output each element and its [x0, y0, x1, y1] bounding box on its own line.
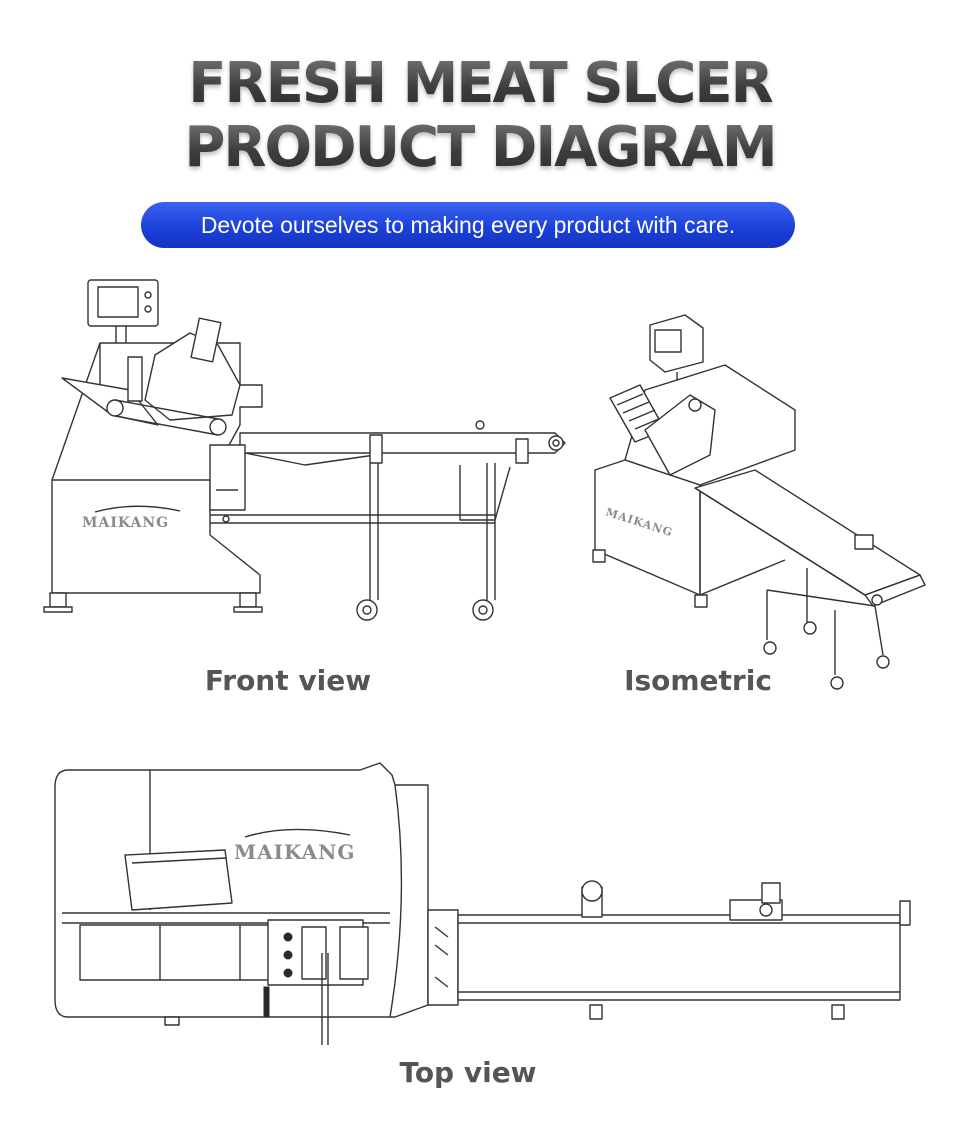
front-view-label: Front view	[204, 664, 372, 697]
tagline-banner: Devote ourselves to making every product…	[141, 202, 795, 248]
top-view-label: Top view	[399, 1056, 537, 1089]
isometric-view-label: Isometric	[624, 664, 772, 697]
front-view-drawing: MAIKANG	[43, 279, 566, 621]
title-line-1: FRESH MEAT SLCER	[0, 52, 960, 116]
top-view-brand-logo: MAIKANG	[234, 840, 355, 864]
title-line-2: PRODUCT DIAGRAM	[0, 116, 960, 180]
isometric-view-drawing: MAIKANG	[592, 314, 926, 690]
front-view-brand-logo: MAIKANG	[82, 515, 169, 531]
top-view-drawing: MAIKANG	[54, 762, 911, 1045]
